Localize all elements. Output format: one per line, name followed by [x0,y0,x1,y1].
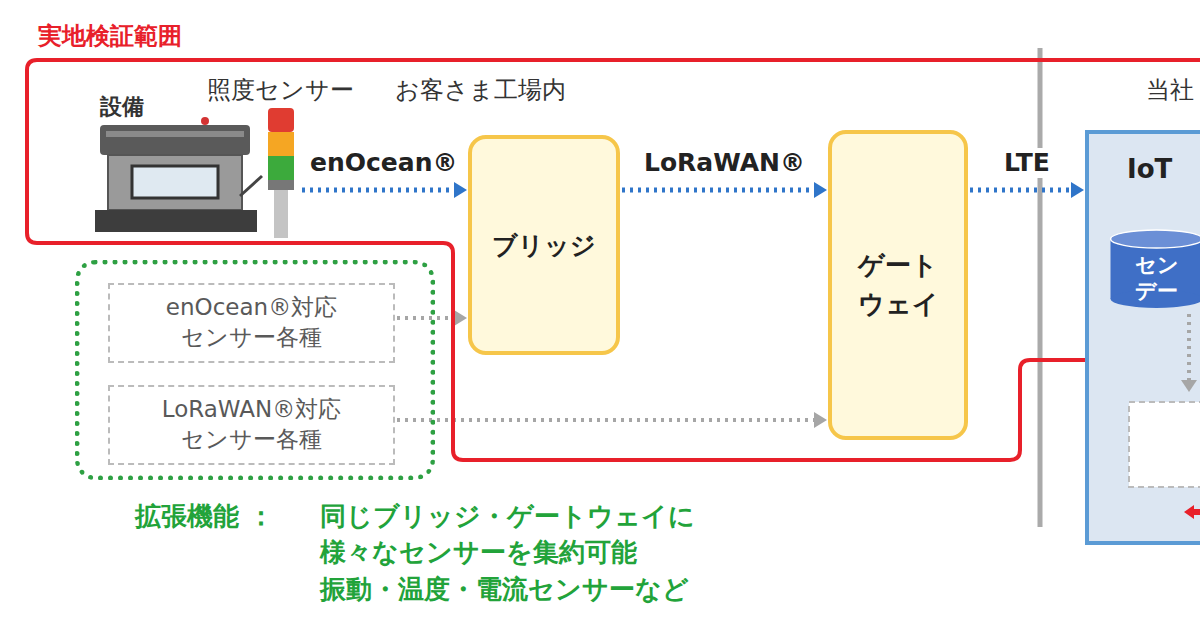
bridge-box: ブリッジ [468,135,620,355]
arrow-head [1071,182,1084,198]
edge-label: enOcean® [307,148,460,178]
machine-base [95,210,257,232]
red-arrow-mark [1184,505,1200,519]
edge-label: LTE [1001,148,1053,178]
iot-platform-box: IoT セン デー [1085,130,1200,545]
dotted-arrow [397,412,827,428]
shape-outline [262,108,300,238]
amber-lamp [268,132,294,156]
node-text: enOcean®対応 センサー各種 [127,293,377,353]
arrow-head [814,412,827,428]
arrow-line [622,188,814,193]
dotted-arrow [622,182,827,198]
node-text: ゲート ウェイ [848,246,948,324]
node-text: IoT [1127,154,1172,184]
site-divider [1038,48,1043,527]
node-text: 拡張機能 ： [135,498,274,534]
cylinder-top [1111,230,1200,248]
arrow-line [302,188,454,193]
machine-hood [100,125,250,155]
red-lamp [268,108,294,132]
node-text: ブリッジ [492,229,596,262]
flow-line [1187,314,1191,380]
arrow-head [814,182,827,198]
sensor-type-box: enOcean®対応 センサー各種 [108,283,395,363]
shape-outline [1089,134,1200,549]
node-text: 同じブリッジ・ゲートウェイに 様々なセンサーを集約可能 振動・温度・電流センサー… [320,498,710,607]
dotted-arrow [970,182,1084,198]
machine-lamp [201,117,209,125]
arrow-line [970,188,1071,193]
database-cylinder: セン デー [1109,229,1200,309]
placeholder-box [1129,402,1200,487]
machine-window [132,166,218,198]
machine-body [108,155,242,210]
arrow-head [454,182,467,198]
arrow-head [454,310,467,326]
arrow-line [397,316,454,320]
area-label: 当社 [1146,74,1194,106]
gateway-box: ゲート ウェイ [828,130,968,440]
node-text: 実地検証範囲 [38,20,182,52]
tower-collar [268,180,294,190]
arrow-head [1181,380,1197,392]
machine-lever [240,176,262,196]
machine-stripe [106,131,244,137]
area-label: お客さま工場内 [395,74,566,106]
node-text: 照度センサー [207,74,354,106]
signal-tower-sensor: 照度センサー [262,108,300,238]
area-label: 設備 [100,92,144,122]
sensor-type-box: LoRaWAN®対応 センサー各種 [108,385,395,465]
dotted-arrow [302,182,467,198]
green-lamp [268,156,294,180]
node-text: セン デー [1132,252,1182,305]
arrow-line [397,418,814,422]
node-text: LoRaWAN®対応 センサー各種 [127,395,377,455]
tower-pole [274,190,288,238]
edge-label: LoRaWAN® [641,148,808,178]
extension-region: 拡張機能 ：同じブリッジ・ゲートウェイに 様々なセンサーを集約可能 振動・温度・… [75,260,435,480]
